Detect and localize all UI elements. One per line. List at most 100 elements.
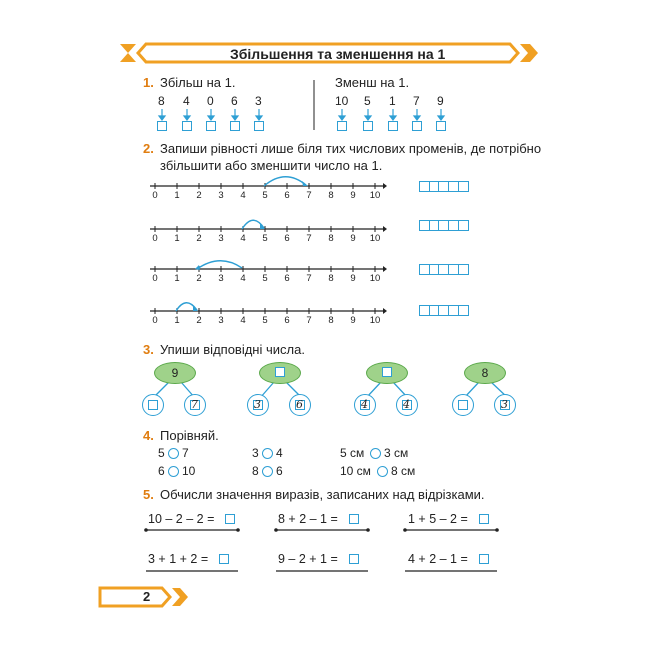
tick-label: 3 — [218, 233, 224, 244]
answer-box[interactable] — [147, 399, 158, 410]
answer-box[interactable] — [436, 121, 446, 131]
compare-circle[interactable] — [168, 466, 179, 477]
expression: 3 + 1 + 2 = — [148, 552, 209, 566]
answer-box[interactable]: 4 — [401, 398, 412, 411]
task-number: 5. — [143, 487, 154, 502]
tree-right-circle: 6 — [289, 394, 311, 416]
answer-box[interactable]: 3 — [252, 398, 263, 411]
compare-left: 8 — [252, 464, 259, 478]
footer-banner — [98, 586, 188, 608]
page-number: 2 — [143, 589, 151, 604]
tree-left-circle: 3 — [247, 394, 269, 416]
answer-box[interactable]: 4 — [359, 397, 370, 411]
answer-cells[interactable] — [418, 181, 470, 192]
tick-label: 4 — [240, 190, 246, 201]
answer-box[interactable] — [206, 121, 216, 131]
answer-box[interactable]: 6 — [294, 398, 305, 411]
handwritten-number: 7 — [191, 397, 198, 411]
answer-box[interactable] — [363, 121, 373, 131]
jump-arcs — [175, 176, 307, 312]
compare-circle[interactable] — [370, 448, 381, 459]
segments — [146, 529, 497, 572]
tree-top-number: 8 — [481, 366, 489, 380]
task1-source-number: 7 — [413, 94, 420, 108]
tick-label: 0 — [152, 233, 158, 244]
answer-box[interactable] — [337, 121, 347, 131]
answer-box[interactable] — [388, 121, 398, 131]
tree-right-circle: 7 — [184, 394, 206, 416]
tick-label: 5 — [262, 190, 268, 201]
compare-circle[interactable] — [377, 466, 388, 477]
tick-label: 2 — [196, 315, 202, 326]
tick-label: 9 — [350, 190, 356, 201]
tree-left-circle: 4 — [354, 394, 376, 416]
answer-box[interactable] — [157, 121, 167, 131]
tick-label: 4 — [240, 233, 246, 244]
answer-box[interactable] — [479, 514, 490, 524]
tick-label: 0 — [152, 190, 158, 201]
tick-label: 10 — [369, 315, 381, 326]
handwritten-number: 3 — [501, 397, 508, 411]
tick-label: 7 — [306, 273, 312, 284]
task1-source-number: 10 — [335, 94, 349, 108]
tick-label: 3 — [218, 190, 224, 201]
compare-left: 6 — [158, 464, 165, 478]
tick-label: 0 — [152, 273, 158, 284]
task1-source-number: 5 — [364, 94, 371, 108]
tick-label: 2 — [196, 273, 202, 284]
tick-label: 10 — [369, 273, 381, 284]
tick-label: 5 — [262, 233, 268, 244]
answer-box[interactable] — [230, 121, 240, 131]
answer-box[interactable] — [182, 121, 192, 131]
tick-label: 1 — [174, 190, 180, 201]
answer-box[interactable] — [349, 554, 360, 564]
compare-right: 8 см — [391, 464, 416, 478]
compare-left: 10 см — [340, 464, 371, 478]
answer-box[interactable] — [254, 121, 264, 131]
answer-box[interactable] — [275, 367, 285, 377]
task1-source-number: 0 — [207, 94, 214, 108]
answer-cells[interactable] — [418, 305, 470, 316]
tick-label: 6 — [284, 315, 290, 326]
page-title: Збільшення та зменшення на 1 — [230, 46, 446, 62]
compare-left: 5 — [158, 446, 165, 460]
expression: 9 – 2 + 1 = — [278, 552, 338, 566]
answer-box[interactable] — [225, 514, 236, 524]
tick-label: 2 — [196, 233, 202, 244]
tree-left-circle — [142, 394, 164, 416]
tick-label: 7 — [306, 190, 312, 201]
answer-box[interactable]: 3 — [499, 397, 510, 411]
answer-box[interactable]: 7 — [189, 397, 200, 411]
answer-cells[interactable] — [418, 220, 470, 231]
task1-source-number: 9 — [437, 94, 444, 108]
answer-cells[interactable] — [418, 264, 470, 275]
tick-label: 0 — [152, 315, 158, 326]
number-line-endpoints — [383, 183, 387, 314]
header-banner — [120, 42, 538, 64]
answer-box[interactable] — [412, 121, 422, 131]
tick-label: 9 — [350, 233, 356, 244]
handwritten-number: 4 — [361, 397, 368, 411]
tick-label: 6 — [284, 233, 290, 244]
tick-label: 8 — [328, 233, 334, 244]
compare-left: 5 см — [340, 446, 365, 460]
answer-box[interactable] — [457, 399, 468, 410]
compare-circle[interactable] — [168, 448, 179, 459]
tree-left-circle — [452, 394, 474, 416]
answer-box[interactable] — [219, 554, 230, 564]
tick-label: 4 — [240, 315, 246, 326]
expression: 4 + 2 – 1 = — [408, 552, 468, 566]
compare-circle[interactable] — [262, 448, 273, 459]
tree-top-oval — [366, 362, 408, 384]
answer-box[interactable] — [382, 367, 392, 377]
tree-top-number: 9 — [171, 366, 179, 380]
tick-label: 7 — [306, 233, 312, 244]
compare-circle[interactable] — [262, 466, 273, 477]
answer-box[interactable] — [349, 514, 360, 524]
answer-box[interactable] — [479, 554, 490, 564]
tick-label: 10 — [369, 190, 381, 201]
tick-label: 6 — [284, 273, 290, 284]
task1-source-number: 3 — [255, 94, 262, 108]
task5-text: Обчисли значення виразів, записаних над … — [160, 487, 485, 502]
tick-label: 5 — [262, 315, 268, 326]
